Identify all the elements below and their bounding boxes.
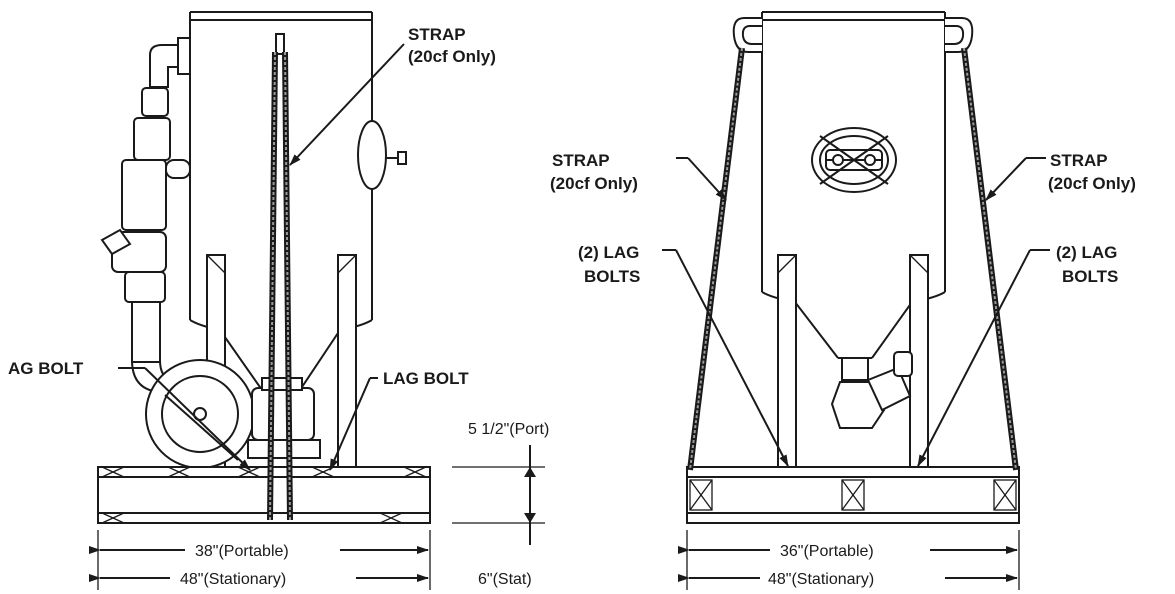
strap-right-label-line2: (20cf Only) (1048, 174, 1136, 193)
strap-right-label-line1: STRAP (1050, 151, 1108, 170)
front-view: STRAP (20cf Only) STRAP (20cf Only) (2) … (550, 11, 1136, 590)
width-stationary-label: 48"(Stationary) (180, 571, 286, 588)
lag-left-label-line2: BOLTS (584, 267, 640, 286)
lag-right-label-line2: BOLTS (1062, 267, 1118, 286)
width-dimensions-front (678, 530, 1020, 590)
lag-bolt-right-label: LAG BOLT (383, 369, 469, 388)
base-skid (97, 466, 431, 524)
lag-left-leader (675, 249, 789, 467)
metering-valve (247, 377, 321, 459)
pressure-vessel-front (732, 11, 974, 359)
lag-bolt-left-leader (144, 367, 251, 471)
metering-valve-front (830, 351, 913, 429)
lag-right-leader (917, 249, 1031, 467)
base-skid-front (686, 466, 1020, 524)
strap-label-line1: STRAP (408, 25, 466, 44)
height-port-label: 5 1/2"(Port) (468, 421, 549, 438)
lag-right-label-line1: (2) LAG (1056, 243, 1117, 262)
strap-left-label-line1: STRAP (552, 151, 610, 170)
width-portable-label: 38"(Portable) (195, 543, 289, 560)
strap-right-leader (985, 157, 1027, 201)
lag-left-label-line1: (2) LAG (578, 243, 639, 262)
front-width-stationary-label: 48"(Stationary) (768, 571, 874, 588)
side-view: STRAP (20cf Only) AG BOLT LAG BOLT 5 1/2… (8, 11, 549, 590)
pipe-assembly (100, 37, 191, 393)
strap-side (267, 33, 293, 521)
strap-left-leader (687, 157, 727, 201)
strap-label-line2: (20cf Only) (408, 47, 496, 66)
height-stat-label: 6"(Stat) (478, 571, 532, 588)
straps-front (687, 47, 1019, 471)
strap-leader (289, 43, 405, 166)
lag-bolt-right-leader (329, 377, 371, 471)
lag-bolt-left-label: AG BOLT (8, 359, 84, 378)
height-dimension (452, 445, 545, 545)
width-dimensions (89, 530, 431, 590)
strap-left-label-line2: (20cf Only) (550, 174, 638, 193)
hose-reel (145, 359, 255, 469)
front-width-portable-label: 36"(Portable) (780, 543, 874, 560)
